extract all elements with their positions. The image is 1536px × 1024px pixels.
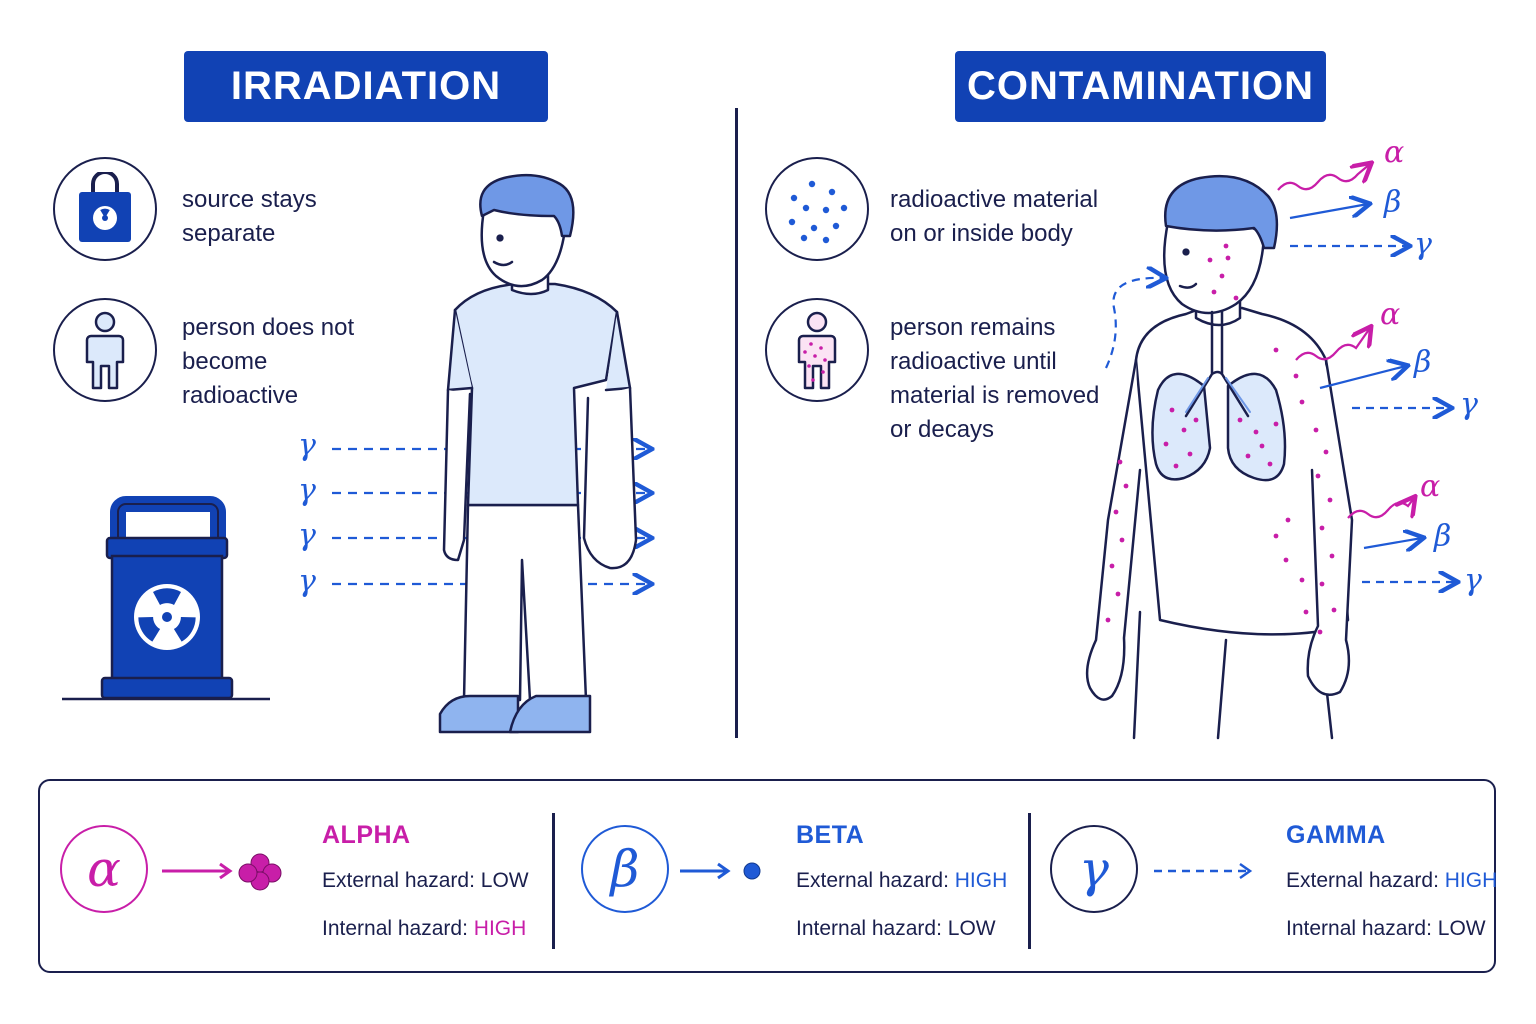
beta-internal-hazard: Internal hazard: LOW [796, 917, 996, 940]
irradiated-person [438, 173, 638, 734]
radioactive-barrel [62, 496, 270, 701]
gamma-symbol-circle: γ [1050, 825, 1138, 913]
legend-divider [552, 813, 555, 949]
contamination-title: CONTAMINATION [955, 51, 1326, 122]
contaminated-person-icon [765, 298, 869, 402]
alpha-emissions [1277, 164, 1414, 519]
radiation-type-legend: α ALPHA External hazard: LOW Internal ha… [38, 779, 1498, 973]
radioactive-container-icon [53, 157, 157, 261]
gamma-symbol: γ [298, 518, 316, 553]
radiation-symbol [134, 584, 200, 650]
beta-emissions [1289, 204, 1422, 548]
alpha-internal-hazard: Internal hazard: HIGH [322, 917, 527, 940]
alpha-name: ALPHA [322, 821, 411, 849]
gamma-name: GAMMA [1286, 821, 1386, 849]
beta-symbol: β [1414, 345, 1432, 380]
contaminated-person [1085, 174, 1354, 740]
alpha-symbol-circle: α [60, 825, 148, 913]
alpha-symbol: α [1380, 297, 1401, 332]
beta-symbol: β [1434, 519, 1452, 554]
legend-divider [1028, 813, 1031, 949]
gamma-symbol: γ [1464, 563, 1482, 598]
gamma-internal-hazard: Internal hazard: LOW [1286, 917, 1486, 940]
beta-symbol-circle: β [581, 825, 669, 913]
person-icon [53, 298, 157, 402]
radioactive-material-text: radioactive material on or inside body [890, 186, 1099, 247]
section-divider [735, 108, 738, 738]
alpha-external-hazard: External hazard: LOW [322, 869, 529, 892]
contamination-dots [1105, 243, 1337, 635]
beta-external-hazard: External hazard: HIGH [796, 869, 1008, 892]
gamma-external-hazard: External hazard: HIGH [1286, 869, 1498, 892]
alpha-arrow-icon [162, 853, 282, 891]
irradiation-title: IRRADIATION [184, 51, 548, 122]
gamma-symbol: γ [298, 428, 316, 463]
inhalation-arrow [1105, 278, 1164, 369]
beta-arrow-icon [680, 862, 761, 880]
beta-symbol: β [1384, 185, 1402, 220]
gamma-symbol: γ [298, 473, 316, 508]
gamma-symbol: γ [1414, 227, 1432, 262]
alpha-symbol: α [1384, 135, 1405, 170]
illustration-art [62, 0, 1536, 740]
alpha-symbol: α [1420, 469, 1441, 504]
person-remains-radioactive-text: person remains radioactive until materia… [890, 314, 1100, 443]
gamma-emissions-contamination [1290, 246, 1456, 582]
gamma-arrow-icon [1154, 862, 1253, 880]
gamma-symbol: γ [298, 564, 316, 599]
person-not-radioactive-text: person does not become radioactive [182, 314, 355, 409]
particles-icon [765, 157, 869, 261]
beta-name: BETA [796, 821, 865, 849]
source-stays-separate-text: source stays separate [182, 186, 317, 247]
gamma-symbol: γ [1460, 387, 1478, 422]
